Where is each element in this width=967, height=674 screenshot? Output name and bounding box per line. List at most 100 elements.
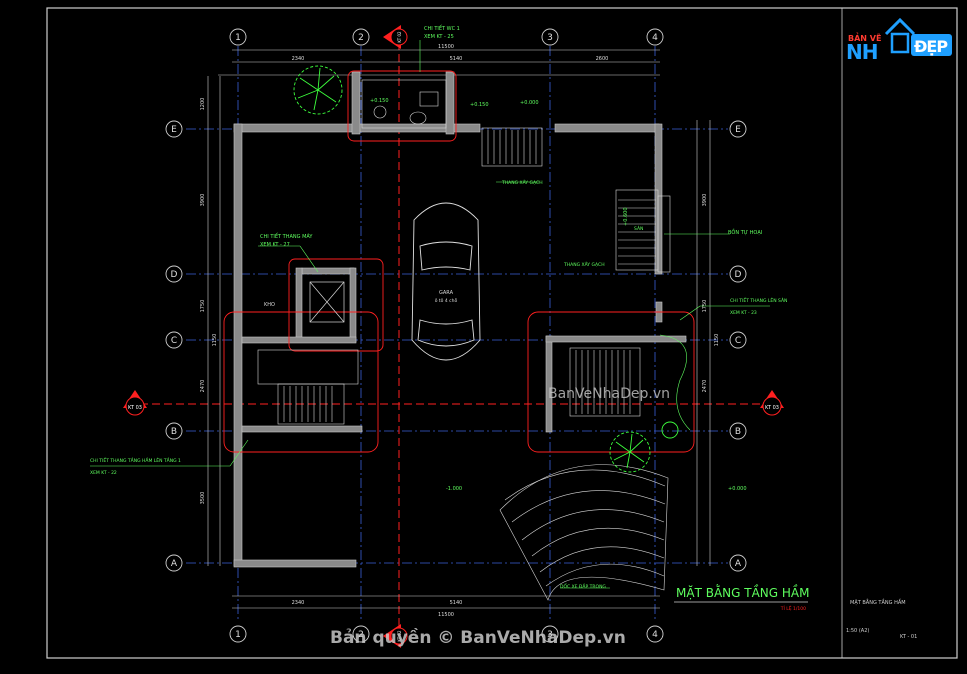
grid-lines	[186, 46, 728, 622]
shrub	[661, 421, 679, 439]
logo-small-text: BẢN VẼ	[848, 34, 882, 43]
wall-wc-right	[445, 71, 455, 135]
level-right-yard: +0.000	[728, 486, 747, 492]
level-basement: -1.000	[446, 486, 462, 492]
grid-row-label: D	[171, 270, 178, 280]
grid-row-label: A	[735, 559, 742, 569]
wall-elevator-left	[295, 267, 303, 343]
label-car-note: ô tô 4 chỗ	[435, 297, 458, 304]
logo-brand-b: ĐẸP	[914, 37, 948, 56]
scale-note: TỈ LỆ 1/100	[780, 604, 806, 612]
grid-row-label: B	[735, 427, 741, 437]
ramp-curve	[659, 334, 691, 431]
zone-wc	[347, 70, 457, 142]
stair-right	[569, 347, 641, 417]
leader-lines	[90, 40, 770, 589]
label-stair-right-ref: XEM KT - 23	[730, 310, 757, 316]
sheet-code: KT - 01	[900, 634, 917, 640]
svg-text:KT 03: KT 03	[765, 405, 779, 411]
grid-col-label: 1	[235, 630, 241, 640]
wall-stair-right-top	[545, 335, 687, 343]
grid-col-label: 1	[235, 33, 241, 43]
grid-row-label: B	[171, 427, 177, 437]
wall-east-upper	[654, 123, 663, 275]
stair-left-upper	[257, 349, 359, 385]
svg-text:KT 02: KT 02	[397, 31, 402, 43]
drawing-title: MẶT BẰNG TẦNG HẦM	[676, 586, 810, 600]
elevator	[309, 281, 345, 323]
dim-top-seg: 5140	[450, 56, 463, 62]
wc-fixtures	[361, 79, 447, 129]
watermark-center: BanVeNhaDep.vn	[548, 386, 670, 402]
dim-bottom-seg: 2340	[292, 600, 305, 606]
grid-col-label: 3	[547, 630, 553, 640]
dim-top-seg: 2340	[292, 56, 305, 62]
grid-bubbles	[165, 28, 747, 643]
logo-brand-a: NH	[846, 40, 879, 64]
svg-text:KT 03: KT 03	[128, 405, 142, 411]
grid-col-label: 4	[652, 630, 658, 640]
detail-zones	[223, 70, 695, 453]
dim-top-total: 11500	[438, 44, 454, 50]
annotations: CHI TIẾT WC 1 XEM KT - 25 CHI TIẾT THANG…	[90, 24, 787, 590]
dim-right-seg: 1150	[714, 334, 720, 347]
label-ramp: DỐC XE ĐẮP TRONG	[560, 582, 606, 590]
label-wc-ref: XEM KT - 25	[424, 34, 454, 40]
grid-row-label: E	[171, 125, 177, 135]
label-elevator-ref: XEM KT - 27	[260, 242, 290, 248]
level-mezz: +0.600	[623, 207, 629, 226]
label-elevator-detail: CHI TIẾT THANG MÁY	[260, 232, 313, 240]
wall-north-right	[554, 123, 660, 133]
dim-right-seg: 3900	[702, 194, 708, 207]
grid-bubble-labels: 1 2 3 4 1 2 3 4 E D C B A E D C B A	[171, 33, 742, 640]
section-marker-bottom: KT 02	[383, 624, 408, 648]
level-upper-mid: +0.150	[470, 102, 489, 108]
watermark-copyright: Bản quyền © BanVeNhaDep.vn	[330, 628, 626, 648]
brand-logo: BẢN VẼ NH ĐẸP	[846, 12, 954, 66]
dim-left-seg: 2470	[200, 380, 206, 393]
grid-col-label: 2	[358, 630, 364, 640]
grid-col-label: 3	[547, 33, 553, 43]
tree-bottom	[609, 431, 651, 473]
tree-symbols	[293, 65, 679, 473]
wall-west	[233, 123, 243, 567]
car-symbol	[411, 202, 481, 361]
grid-col-label: 2	[358, 33, 364, 43]
label-stair-left-detail: CHI TIẾT THANG TẦNG HẦM LÊN TẦNG 1	[90, 456, 181, 464]
stair-left-lower-treads	[283, 386, 333, 422]
walls	[233, 71, 687, 568]
zone-stair-right	[527, 311, 695, 453]
label-water-tank: BỒN TỰ HOẠI	[728, 227, 762, 236]
grid-row-label: A	[171, 559, 178, 569]
svg-text:KT 02: KT 02	[397, 630, 402, 642]
dim-left-seg: 1750	[200, 300, 206, 313]
dimension-lines	[207, 49, 711, 609]
title-block-texts: TỈ LỆ 1/100 MẶT BẰNG TẦNG HẦM 1:50 (A2) …	[780, 598, 918, 640]
wall-stair-left-bottom	[241, 425, 363, 433]
wall-stair-right	[545, 335, 553, 433]
label-mezz: SÀN	[634, 225, 643, 232]
wall-elevator-right	[349, 267, 357, 343]
label-stair-right-detail: CHI TIẾT THANG LÊN SÂN	[730, 296, 787, 304]
dim-left-seg: 3900	[200, 194, 206, 207]
dim-bottom-total: 11500	[438, 612, 454, 618]
label-stair-up: THANG XÂY GẠCH	[501, 179, 543, 186]
dim-left-seg: 3500	[200, 492, 206, 505]
tree-top	[293, 65, 343, 115]
stair-top	[481, 127, 543, 167]
grid-row-label: E	[735, 125, 741, 135]
dim-top-seg: 2600	[596, 56, 609, 62]
grid-row-label: C	[171, 336, 177, 346]
sheet-border	[46, 7, 958, 659]
zone-stair-left	[223, 311, 379, 453]
wall-stair-left-top	[241, 336, 357, 344]
sheet-name: MẶT BẰNG TẦNG HẦM	[850, 598, 906, 606]
label-kho: KHO	[264, 302, 275, 308]
stair-right-upper-treads	[618, 199, 656, 265]
grid-col-label: 4	[652, 33, 658, 43]
stair-top-treads	[487, 130, 537, 164]
dim-left-seg: 1200	[200, 98, 206, 111]
stair-right-treads	[575, 350, 631, 414]
dim-left-seg: 1150	[212, 334, 218, 347]
